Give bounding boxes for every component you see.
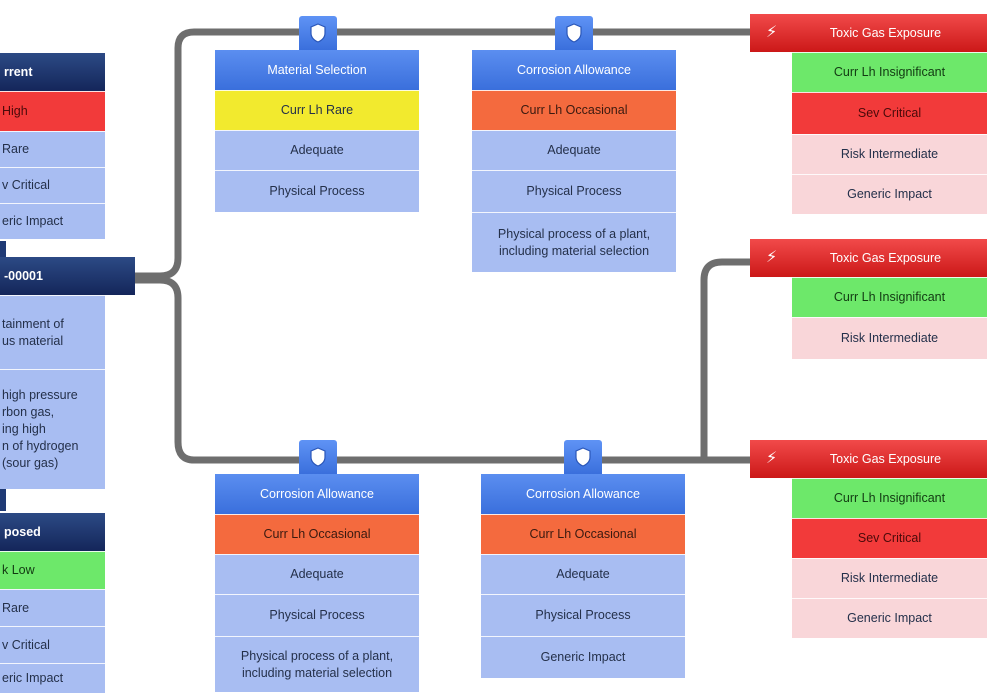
- proposed-risk-level: k Low: [0, 551, 105, 589]
- current-card-stub: [0, 241, 6, 257]
- current-risk-card[interactable]: rrent High Rare v Critical eric Impact: [0, 53, 105, 239]
- current-risk-level: High: [0, 91, 105, 131]
- barrier-effectiveness: Adequate: [215, 554, 419, 594]
- consequence-severity: Sev Critical: [792, 92, 987, 134]
- consequence-impact: Generic Impact: [792, 174, 987, 214]
- consequence-title: Toxic Gas Exposure: [829, 25, 942, 40]
- barrier-likelihood: Curr Lh Occasional: [215, 514, 419, 554]
- barrier-description: Physical process of a plant, including m…: [472, 212, 676, 272]
- shield-icon[interactable]: [299, 440, 337, 474]
- consequence-title: Toxic Gas Exposure: [829, 451, 942, 466]
- consequence-likelihood: Curr Lh Insignificant: [792, 52, 987, 92]
- barrier-effectiveness: Adequate: [472, 130, 676, 170]
- barrier-impact: Generic Impact: [481, 636, 685, 678]
- barrier-likelihood: Curr Lh Rare: [215, 90, 419, 130]
- barrier-type: Physical Process: [215, 594, 419, 636]
- barrier-card-corrosion-allowance-bottom-left[interactable]: Corrosion Allowance Curr Lh Occasional A…: [215, 474, 419, 692]
- shield-icon[interactable]: [299, 16, 337, 50]
- proposed-risk-header: posed: [0, 513, 105, 551]
- lightning-bolt-icon: ⚡: [766, 249, 778, 267]
- bottom-branch-connector: [135, 276, 760, 464]
- barrier-title: Corrosion Allowance: [481, 474, 685, 514]
- proposed-risk-card[interactable]: posed k Low Rare v Critical eric Impact: [0, 513, 105, 693]
- proposed-likelihood: Rare: [0, 589, 105, 626]
- current-risk-header: rrent: [0, 53, 105, 91]
- consequence-card-3[interactable]: ⚡ Toxic Gas Exposure Curr Lh Insignifica…: [750, 440, 987, 638]
- current-severity: v Critical: [0, 167, 105, 203]
- hazard-description: high pressure rbon gas, ing high n of hy…: [0, 369, 105, 489]
- lightning-bolt-icon: ⚡: [766, 24, 778, 42]
- barrier-title: Corrosion Allowance: [472, 50, 676, 90]
- barrier-type: Physical Process: [472, 170, 676, 212]
- barrier-description: Physical process of a plant, including m…: [215, 636, 419, 692]
- barrier-effectiveness: Adequate: [481, 554, 685, 594]
- lightning-bolt-icon: ⚡: [766, 450, 778, 468]
- consequence-header: ⚡ Toxic Gas Exposure: [750, 239, 987, 277]
- consequence-likelihood: Curr Lh Insignificant: [792, 277, 987, 317]
- shield-icon[interactable]: [555, 16, 593, 50]
- middle-consequence-connector: [700, 258, 760, 460]
- consequence-header: ⚡ Toxic Gas Exposure: [750, 14, 987, 52]
- hazard-card[interactable]: -00001: [0, 257, 135, 295]
- consequence-risk: Risk Intermediate: [792, 134, 987, 174]
- hazard-body: tainment of us material high pressure rb…: [0, 295, 105, 489]
- barrier-type: Physical Process: [215, 170, 419, 212]
- proposed-impact: eric Impact: [0, 663, 105, 693]
- hazard-top-event: tainment of us material: [0, 295, 105, 369]
- current-likelihood: Rare: [0, 131, 105, 167]
- barrier-likelihood: Curr Lh Occasional: [472, 90, 676, 130]
- consequence-title: Toxic Gas Exposure: [829, 250, 942, 265]
- consequence-header: ⚡ Toxic Gas Exposure: [750, 440, 987, 478]
- consequence-likelihood: Curr Lh Insignificant: [792, 478, 987, 518]
- proposed-severity: v Critical: [0, 626, 105, 663]
- barrier-effectiveness: Adequate: [215, 130, 419, 170]
- hazard-header: -00001: [0, 257, 135, 295]
- top-branch-connector: [135, 28, 760, 280]
- barrier-card-material-selection[interactable]: Material Selection Curr Lh Rare Adequate…: [215, 50, 419, 212]
- consequence-card-2[interactable]: ⚡ Toxic Gas Exposure Curr Lh Insignifica…: [750, 239, 987, 359]
- hazard-card-stub: [0, 489, 6, 511]
- barrier-type: Physical Process: [481, 594, 685, 636]
- consequence-severity: Sev Critical: [792, 518, 987, 558]
- barrier-card-corrosion-allowance-bottom-right[interactable]: Corrosion Allowance Curr Lh Occasional A…: [481, 474, 685, 678]
- shield-icon[interactable]: [564, 440, 602, 474]
- consequence-risk: Risk Intermediate: [792, 317, 987, 359]
- barrier-title: Corrosion Allowance: [215, 474, 419, 514]
- barrier-card-corrosion-allowance-top[interactable]: Corrosion Allowance Curr Lh Occasional A…: [472, 50, 676, 272]
- barrier-likelihood: Curr Lh Occasional: [481, 514, 685, 554]
- current-impact: eric Impact: [0, 203, 105, 239]
- consequence-card-1[interactable]: ⚡ Toxic Gas Exposure Curr Lh Insignifica…: [750, 14, 987, 214]
- consequence-risk: Risk Intermediate: [792, 558, 987, 598]
- barrier-title: Material Selection: [215, 50, 419, 90]
- consequence-impact: Generic Impact: [792, 598, 987, 638]
